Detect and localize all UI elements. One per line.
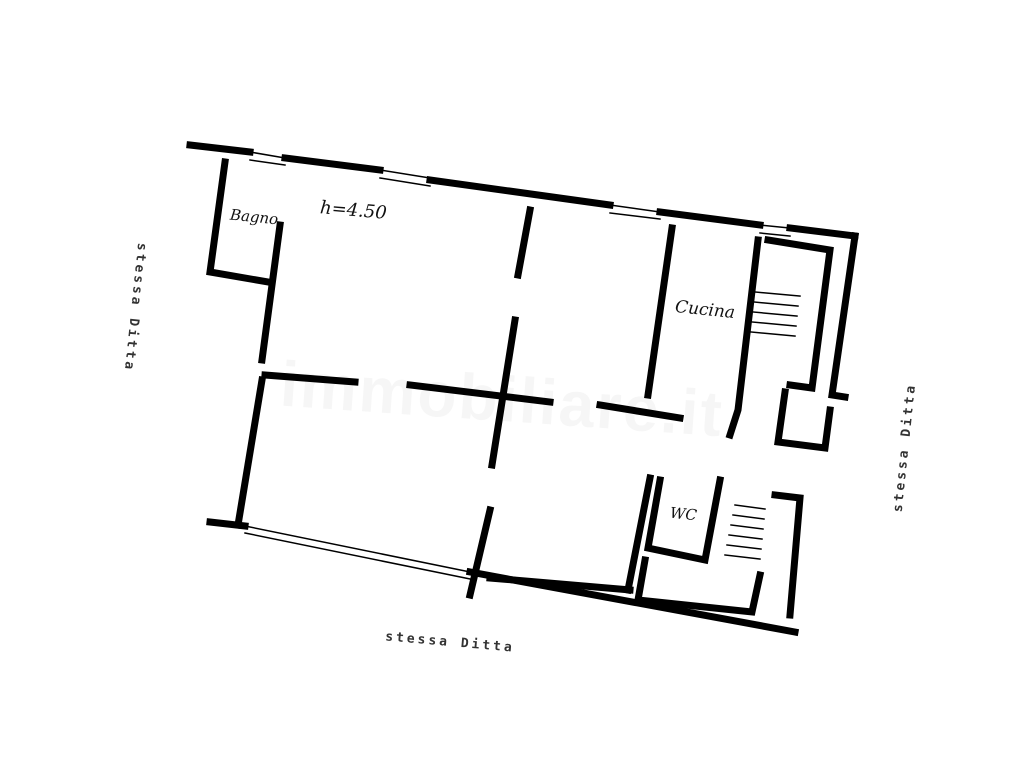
- bottom-windows: [244, 525, 471, 580]
- left-exterior-wall: [233, 375, 267, 530]
- top-windows: [249, 151, 791, 237]
- room-label-wc: WC: [669, 503, 698, 525]
- stair-block-walls: [633, 232, 859, 619]
- bottom-exterior-wall: [206, 518, 800, 637]
- bagno-walls: [206, 158, 284, 364]
- interior-walls: [261, 205, 685, 600]
- stairs: [724, 291, 801, 560]
- top-exterior-wall: [186, 141, 859, 240]
